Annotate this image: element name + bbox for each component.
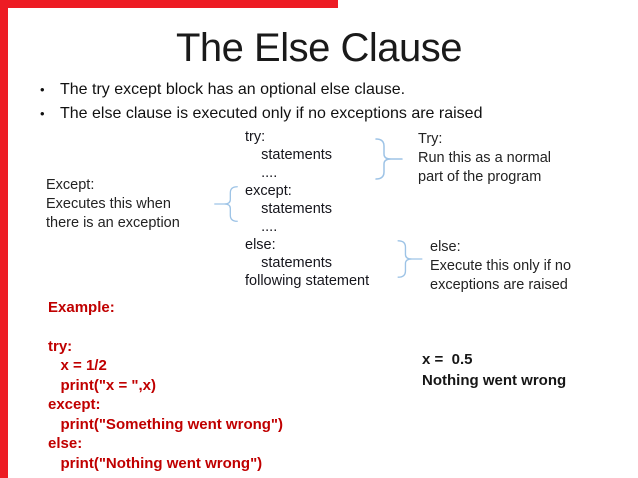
- example-line: print("Nothing went wrong"): [48, 454, 263, 472]
- bullet-dot-icon: •: [40, 82, 45, 97]
- code-line: try:: [245, 129, 266, 145]
- example-line: print("x = ",x): [48, 376, 157, 394]
- output-line: Nothing went wrong: [422, 372, 567, 389]
- slide-title: The Else Clause: [176, 26, 462, 70]
- bullet-text: The try except block has an optional els…: [60, 81, 406, 98]
- callout-line: Run this as a normal: [418, 150, 551, 166]
- example-line: print("Something went wrong"): [48, 415, 284, 433]
- callout-line: there is an exception: [46, 215, 180, 231]
- code-line: statements: [245, 255, 333, 271]
- callout-line: exceptions are raised: [430, 277, 568, 293]
- callout-line: Try:: [418, 131, 443, 147]
- output-line: x = 0.5: [422, 351, 473, 368]
- callout-line: Executes this when: [46, 196, 171, 212]
- example-line: except:: [48, 396, 101, 413]
- code-line: statements: [245, 201, 333, 217]
- else-brace-icon: [397, 240, 423, 278]
- code-line: except:: [245, 183, 292, 199]
- top-accent-bar: [0, 0, 338, 8]
- bullet-item: • The try except block has an optional e…: [40, 81, 600, 98]
- bullet-dot-icon: •: [40, 106, 45, 121]
- code-line: ....: [245, 219, 278, 235]
- left-accent-bar: [0, 0, 8, 478]
- callout-line: Execute this only if no: [430, 258, 572, 274]
- bullet-item: • The else clause is executed only if no…: [40, 105, 600, 122]
- callout-line: else:: [430, 239, 461, 255]
- code-line: following statement: [245, 273, 370, 289]
- example-code: Example: try: x = 1/2 print("x = ",x) ex…: [48, 298, 283, 473]
- code-line: else:: [245, 237, 276, 253]
- try-brace-icon: [375, 138, 403, 180]
- bullet-text: The else clause is executed only if no e…: [60, 105, 483, 122]
- except-brace-icon: [214, 186, 238, 222]
- else-callout: else: Execute this only if no exceptions…: [430, 238, 571, 295]
- try-callout: Try: Run this as a normal part of the pr…: [418, 130, 551, 187]
- code-diagram: try: statements .... except: statements …: [245, 128, 369, 290]
- example-line: else:: [48, 435, 83, 452]
- bullet-list: • The try except block has an optional e…: [40, 81, 600, 129]
- callout-line: part of the program: [418, 169, 542, 185]
- callout-line: Except:: [46, 177, 95, 193]
- code-line: ....: [245, 165, 278, 181]
- example-heading: Example:: [48, 299, 115, 316]
- except-callout: Except: Executes this when there is an e…: [46, 176, 180, 233]
- example-line: x = 1/2: [48, 357, 107, 374]
- example-line: try:: [48, 337, 73, 355]
- program-output: x = 0.5 Nothing went wrong: [422, 349, 566, 391]
- code-line: statements: [245, 147, 333, 163]
